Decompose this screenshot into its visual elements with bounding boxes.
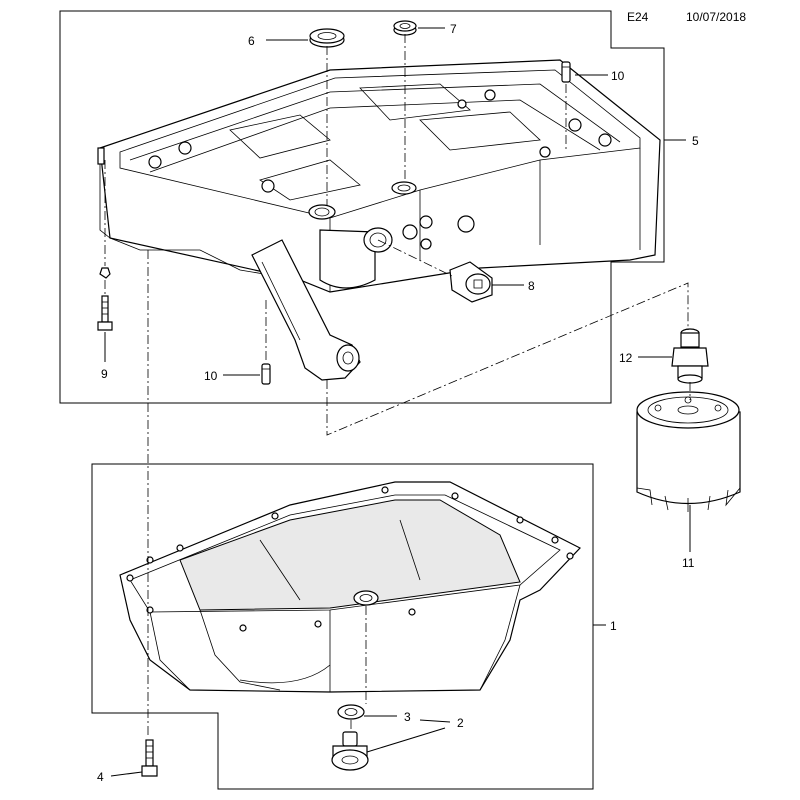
callout-5: 5 — [692, 134, 699, 148]
leader-lines — [104, 27, 691, 777]
part-10-dowel-top — [561, 61, 571, 83]
callout-2: 2 — [457, 716, 464, 730]
diagram-date: 10/07/2018 — [686, 10, 747, 24]
callout-12: 12 — [619, 351, 633, 365]
upper-housing — [97, 59, 661, 293]
assembly-centerlines — [104, 34, 691, 738]
upper-group-frame — [59, 10, 665, 404]
part-4-bolt — [141, 739, 158, 777]
oil-pickup-arm — [251, 239, 361, 381]
part-7-seal — [393, 20, 417, 36]
callout-11: 11 — [682, 556, 695, 570]
part-6-seal — [309, 28, 345, 48]
part-3-washer — [337, 704, 365, 720]
part-2-drain-plug — [331, 731, 369, 771]
part-10-dowel-bottom — [261, 363, 271, 385]
part-12-adapter — [671, 328, 709, 384]
callout-3: 3 — [404, 710, 411, 724]
part-11-oil-filter — [636, 391, 741, 512]
oil-pan — [119, 481, 581, 693]
callout-7: 7 — [450, 22, 457, 36]
callout-10-bottom: 10 — [204, 369, 218, 383]
callout-4: 4 — [97, 770, 104, 784]
callout-9: 9 — [101, 367, 108, 381]
callout-1: 1 — [610, 619, 617, 633]
part-8-plug — [449, 261, 493, 303]
callout-8: 8 — [528, 279, 535, 293]
diagram-code: E24 — [627, 10, 649, 24]
part-9-bolt — [97, 267, 113, 331]
callout-10-top: 10 — [611, 69, 625, 83]
lower-group-frame — [91, 463, 594, 790]
callout-6: 6 — [248, 34, 255, 48]
